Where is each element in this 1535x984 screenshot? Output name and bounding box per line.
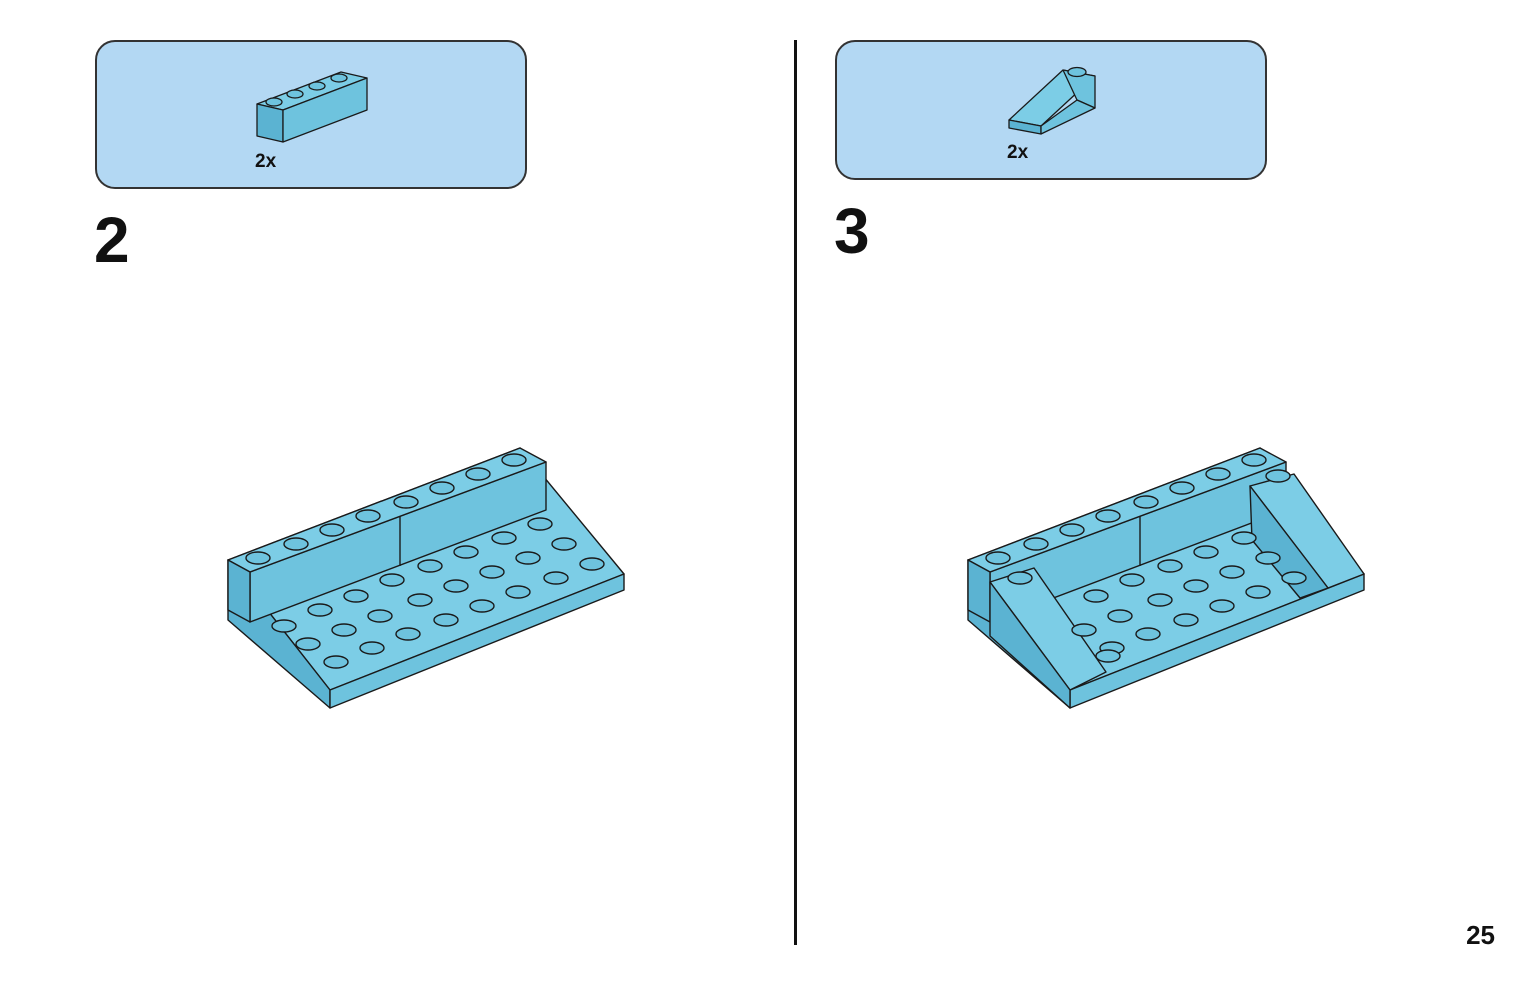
part-quantity: 2x	[1007, 142, 1029, 163]
parts-callout-step-3: 2x	[835, 40, 1267, 180]
step-3-assembly-icon	[967, 447, 1365, 709]
part-quantity: 2x	[255, 151, 277, 172]
parts-callout-step-2: 2x	[95, 40, 527, 189]
step-number: 3	[834, 195, 870, 267]
slope-brick-icon	[1008, 66, 1096, 135]
step-2-assembly-icon	[227, 447, 625, 709]
step-number: 2	[94, 204, 130, 276]
brick-1x4-icon	[256, 71, 368, 143]
page-number: 25	[1466, 920, 1495, 950]
page-divider	[794, 40, 797, 945]
